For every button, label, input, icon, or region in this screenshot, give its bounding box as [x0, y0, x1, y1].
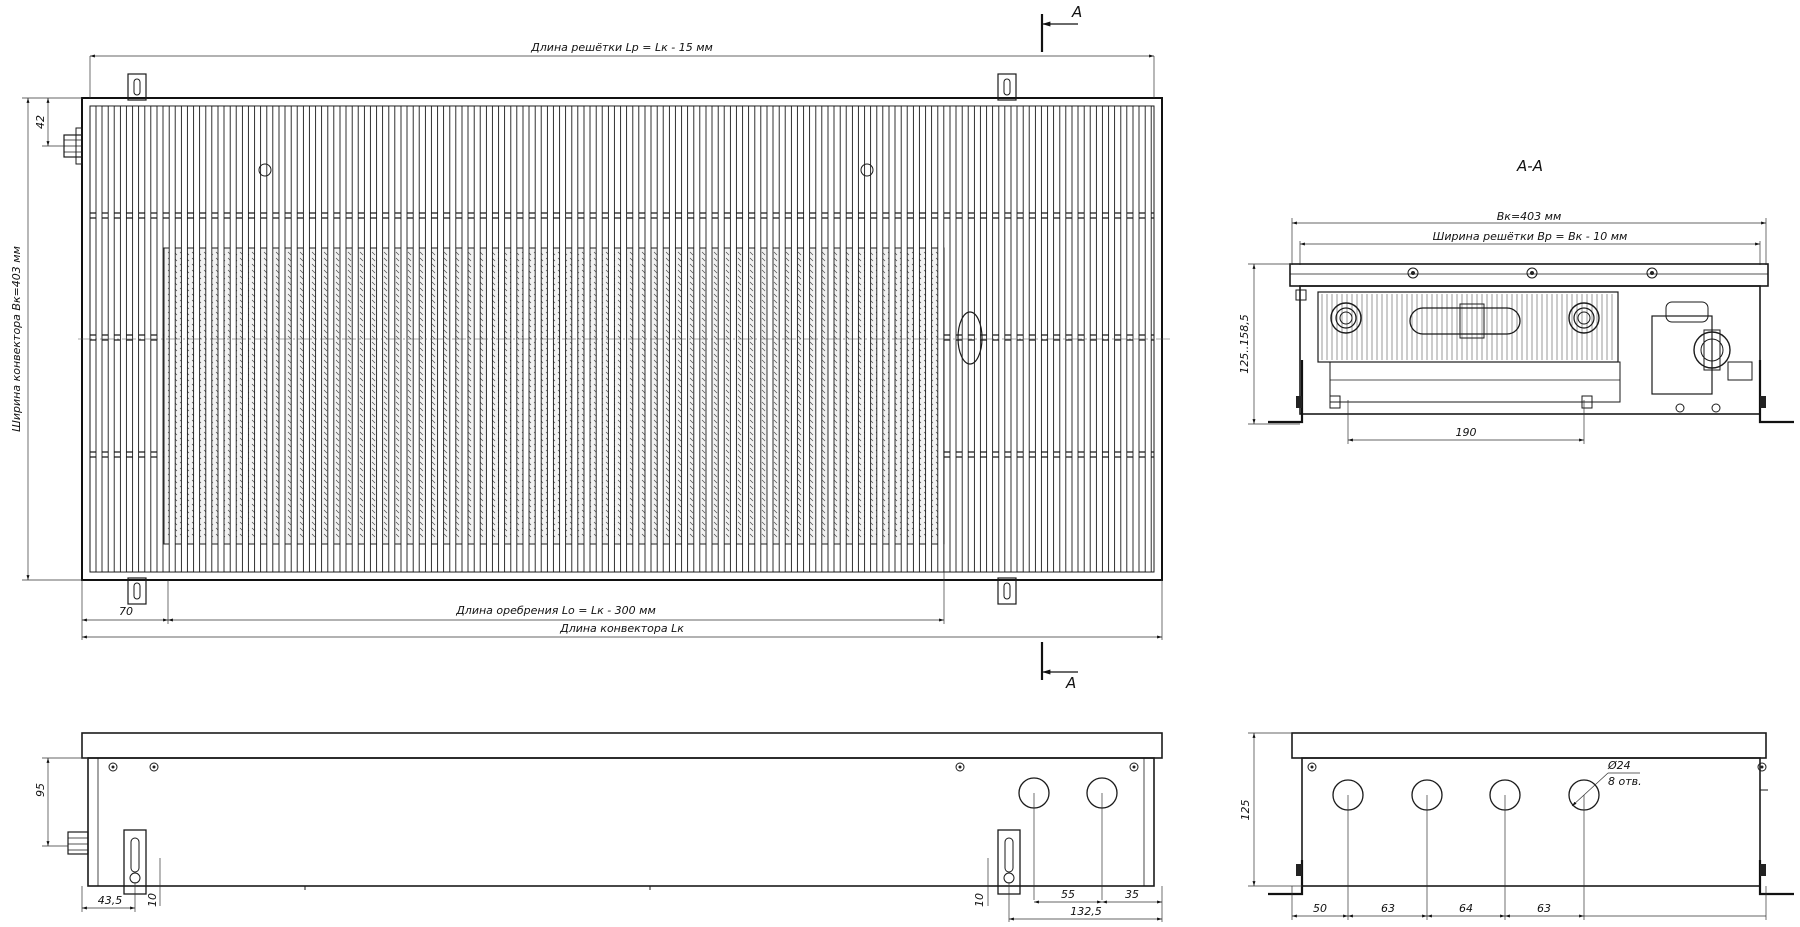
convector-width-label: Ширина конвектора Вк=403 мм	[10, 246, 23, 432]
fan-capsule	[1409, 307, 1521, 335]
section-body	[1299, 285, 1761, 415]
cable-gland	[63, 127, 83, 165]
convector-length-label: Длина конвектора Lк	[559, 622, 684, 635]
dim-190-label: 190	[1456, 426, 1477, 439]
dim-63b-label: 63	[1537, 902, 1551, 915]
bracket-right	[1758, 360, 1794, 424]
mounting-brackets	[127, 73, 1017, 605]
section-grille	[1289, 263, 1769, 287]
dim-35-label: 35	[1125, 888, 1139, 901]
bracket-left	[1268, 360, 1304, 424]
dim-42-label: 42	[34, 115, 47, 129]
hole-diameter-label: Ø24	[1607, 759, 1631, 772]
valve-block	[1651, 301, 1753, 413]
section-view: А-А Вк=403 мм Ширина решётки Вр = Вк - 1…	[1238, 157, 1794, 444]
dim-50-label: 50	[1313, 902, 1327, 915]
grille-width-label: Ширина решётки Вр = Вк - 10 мм	[1433, 230, 1628, 243]
hole-leader-line	[1571, 772, 1609, 807]
height-range-label: 125..158,5	[1238, 314, 1251, 373]
dim-63a-label: 63	[1381, 902, 1395, 915]
dim-70-label: 70	[119, 605, 133, 618]
width-total-label: Вк=403 мм	[1497, 210, 1562, 223]
grille-length-label: Длина решётки Lр = Lк - 15 мм	[530, 41, 713, 54]
hole-count-label: 8 отв.	[1608, 775, 1642, 788]
dim-10-left-label: 10	[146, 893, 159, 907]
dim-95-label: 95	[34, 783, 47, 797]
dim-132-5-label: 132,5	[1070, 905, 1102, 918]
front-grille	[81, 732, 1163, 759]
section-marker-bottom: А	[1040, 642, 1078, 692]
front-cable-gland	[67, 831, 89, 855]
section-fins	[1321, 294, 1613, 360]
dim-55-label: 55	[1061, 888, 1075, 901]
dim-43-5-label: 43,5	[98, 894, 123, 907]
side-body	[1301, 757, 1761, 887]
fixing-hole-right	[860, 163, 874, 177]
front-body	[87, 757, 1155, 887]
plan-view: Длина решётки Lр = Lк - 15 мм Ширина кон…	[10, 3, 1170, 692]
dim-10-right-label: 10	[973, 893, 986, 907]
pipe-left	[1330, 302, 1362, 334]
valve-opening	[957, 311, 983, 365]
fixing-hole-left	[258, 163, 272, 177]
dim-125-label: 125	[1239, 800, 1252, 821]
side-grille	[1291, 732, 1767, 759]
front-view: 95 43,5 10 10 55 35 132,5	[34, 732, 1163, 922]
section-title: А-А	[1516, 157, 1543, 175]
side-view: 125 Ø24 8 отв. 50 63 64 63	[1239, 732, 1794, 920]
section-marker-top: А	[1040, 3, 1082, 52]
pipe-right	[1568, 302, 1600, 334]
dim-64-label: 64	[1459, 902, 1473, 915]
heat-exchanger	[1317, 291, 1619, 363]
fin-length-label: Длина оребрения Lо = Lк - 300 мм	[455, 604, 656, 617]
